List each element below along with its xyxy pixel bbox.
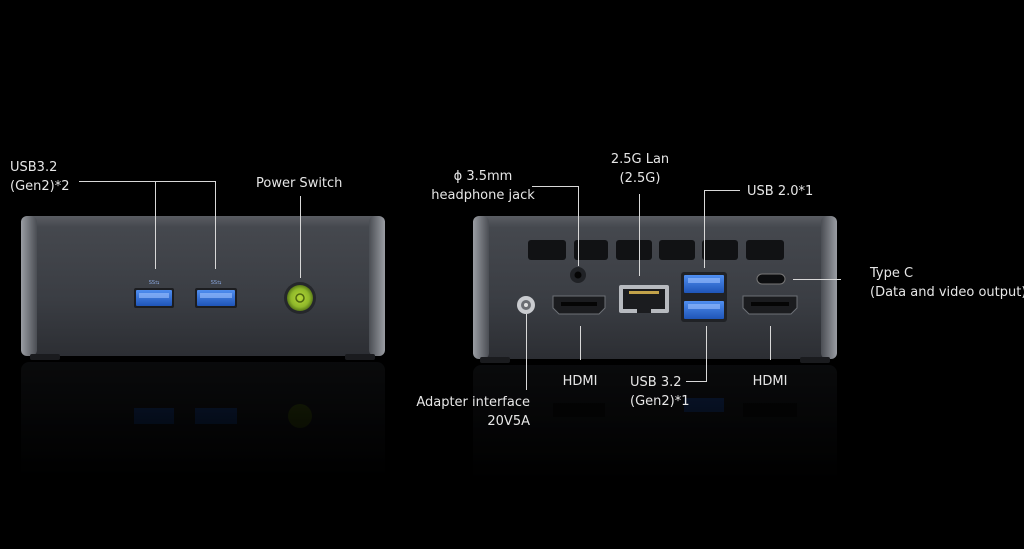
callout-line bbox=[706, 326, 707, 381]
usb32-back-label-line2: (Gen2)*1 bbox=[630, 394, 690, 409]
usb32-front-label-line1: USB3.2 bbox=[10, 160, 58, 175]
hdmi-port-icon bbox=[552, 295, 606, 315]
typec-label-line2: (Data and video output) bbox=[870, 285, 1024, 300]
callout-line bbox=[639, 194, 640, 276]
svg-text:SS⇆: SS⇆ bbox=[211, 280, 222, 286]
dc-power-port-icon bbox=[517, 296, 535, 314]
callout-line bbox=[215, 181, 216, 269]
usb-port-stack-icon bbox=[681, 272, 727, 322]
front-reflection bbox=[21, 362, 385, 482]
headphone-label-line1: ϕ 3.5mm bbox=[453, 169, 513, 184]
power-switch-label: Power Switch bbox=[256, 176, 343, 191]
lan-label: 2.5G Lan (2.5G) bbox=[602, 150, 678, 188]
callout-line bbox=[704, 190, 740, 191]
usb-c-port-icon bbox=[756, 273, 786, 285]
vent-grille bbox=[528, 240, 784, 260]
callout-line bbox=[532, 186, 578, 187]
callout-line bbox=[526, 314, 527, 390]
usb32-front-label-line2: (Gen2)*2 bbox=[10, 179, 70, 194]
callout-line bbox=[770, 326, 771, 360]
callout-line bbox=[793, 279, 841, 280]
typec-label: Type C (Data and video output) bbox=[870, 264, 1024, 302]
back-unit bbox=[473, 216, 837, 363]
callout-line bbox=[686, 381, 707, 382]
adapter-label-line1: Adapter interface bbox=[416, 395, 530, 410]
usb32-back-label-line1: USB 3.2 bbox=[630, 375, 682, 390]
usb32-back-label: USB 3.2 (Gen2)*1 bbox=[630, 373, 690, 411]
hdmi-port-icon bbox=[742, 295, 798, 315]
usb32-front-label: USB3.2 (Gen2)*2 bbox=[10, 158, 70, 196]
headphone-label-line2: headphone jack bbox=[431, 188, 535, 203]
front-unit: SS⇆ SS⇆ bbox=[21, 216, 385, 360]
adapter-label: Adapter interface 20V5A bbox=[412, 393, 530, 431]
callout-line bbox=[578, 186, 579, 266]
hdmi-right-label: HDMI bbox=[752, 374, 788, 389]
ethernet-port-icon bbox=[619, 285, 669, 313]
adapter-label-line2: 20V5A bbox=[487, 414, 530, 429]
headphone-label: ϕ 3.5mm headphone jack bbox=[430, 167, 536, 205]
callout-line bbox=[580, 326, 581, 360]
back-reflection bbox=[473, 365, 837, 485]
callout-line bbox=[704, 190, 705, 268]
svg-text:SS⇆: SS⇆ bbox=[149, 280, 160, 286]
power-button-icon bbox=[284, 282, 316, 314]
usb-port-icon bbox=[195, 288, 237, 308]
lan-label-line1: 2.5G Lan bbox=[610, 152, 670, 167]
headphone-jack-icon bbox=[570, 267, 586, 283]
usb-port-icon bbox=[134, 288, 174, 308]
callout-line bbox=[300, 196, 301, 278]
usb2-label: USB 2.0*1 bbox=[747, 184, 814, 199]
callout-line bbox=[155, 181, 156, 269]
callout-line bbox=[79, 181, 215, 182]
hdmi-left-label: HDMI bbox=[562, 374, 598, 389]
typec-label-line1: Type C bbox=[870, 266, 914, 281]
lan-label-line2: (2.5G) bbox=[619, 171, 661, 186]
